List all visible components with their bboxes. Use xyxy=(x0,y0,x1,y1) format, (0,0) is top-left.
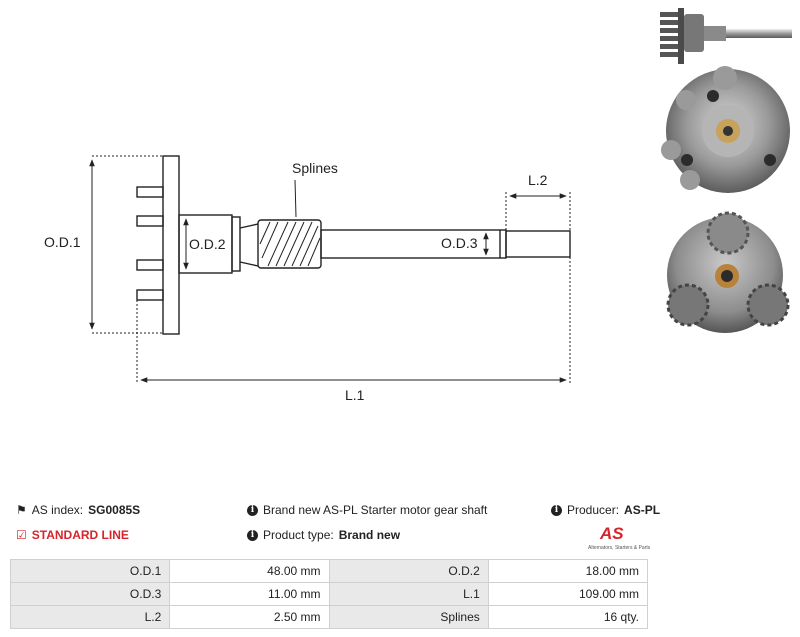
info-icon: i xyxy=(247,504,258,516)
technical-drawing: O.D.1 O.D.2 O.D.3 L.2 L.1 Splines xyxy=(44,8,792,403)
spec-label: O.D.3 xyxy=(9,582,171,606)
tag-icon: ⚑ xyxy=(16,503,27,517)
od2-label: O.D.2 xyxy=(189,236,226,252)
info-icon: i xyxy=(247,529,258,541)
spec-value: 48.00 mm xyxy=(169,559,330,583)
spec-value: 109.00 mm xyxy=(487,582,649,606)
l1-dimension xyxy=(136,257,571,384)
od1-dimension xyxy=(89,155,163,334)
info-icon: i xyxy=(551,504,562,516)
product-photo-side xyxy=(660,8,792,64)
spline-teeth xyxy=(259,221,321,267)
description: i Brand new AS-PL Starter motor gear sha… xyxy=(247,503,487,517)
l2-label: L.2 xyxy=(528,172,548,188)
product-type: i Product type: Brand new xyxy=(247,528,400,542)
spec-value: 11.00 mm xyxy=(169,582,330,606)
l2-dimension xyxy=(505,192,571,230)
od1-label: O.D.1 xyxy=(44,234,81,250)
splines-label: Splines xyxy=(292,160,338,176)
product-type-label: Product type: xyxy=(263,528,334,542)
product-photo-front xyxy=(661,66,790,193)
shaft-outline xyxy=(136,155,571,335)
splines-leader xyxy=(294,179,297,218)
spec-value: 2.50 mm xyxy=(169,605,330,629)
spec-label: L.2 xyxy=(9,605,171,629)
logo-mark: AS xyxy=(600,524,624,543)
product-type-value: Brand new xyxy=(338,528,401,542)
spec-value: 16 qty. xyxy=(487,605,649,629)
spec-value: 18.00 mm xyxy=(487,559,649,583)
spec-label: Splines xyxy=(328,605,489,629)
l1-label: L.1 xyxy=(345,387,365,403)
info-row-1: ⚑ AS index: SG0085S i Brand new AS-PL St… xyxy=(16,503,660,523)
od3-label: O.D.3 xyxy=(441,235,478,251)
product-photo-back xyxy=(666,211,790,333)
producer: i Producer: AS-PL xyxy=(551,503,660,517)
producer-label: Producer: xyxy=(567,503,620,517)
description-text: Brand new AS-PL Starter motor gear shaft xyxy=(263,503,488,517)
producer-value: AS-PL xyxy=(624,503,661,517)
spec-label: O.D.2 xyxy=(328,559,489,583)
as-index-label: AS index: xyxy=(31,503,84,517)
logo-tagline: Alternators, Starters & Parts xyxy=(588,545,651,551)
checkbox-icon: ☑ xyxy=(16,528,27,542)
as-index-value: SG0085S xyxy=(88,503,141,517)
spec-label: O.D.1 xyxy=(9,559,171,583)
standard-line-text: STANDARD LINE xyxy=(31,528,129,542)
brand-logo: AS Alternators, Starters & Parts xyxy=(588,524,658,554)
info-row-2: ☑ STANDARD LINE i Product type: Brand ne… xyxy=(16,528,652,548)
standard-line: ☑ STANDARD LINE xyxy=(16,528,129,542)
spec-label: L.1 xyxy=(328,582,489,606)
as-index: ⚑ AS index: SG0085S xyxy=(16,503,140,517)
